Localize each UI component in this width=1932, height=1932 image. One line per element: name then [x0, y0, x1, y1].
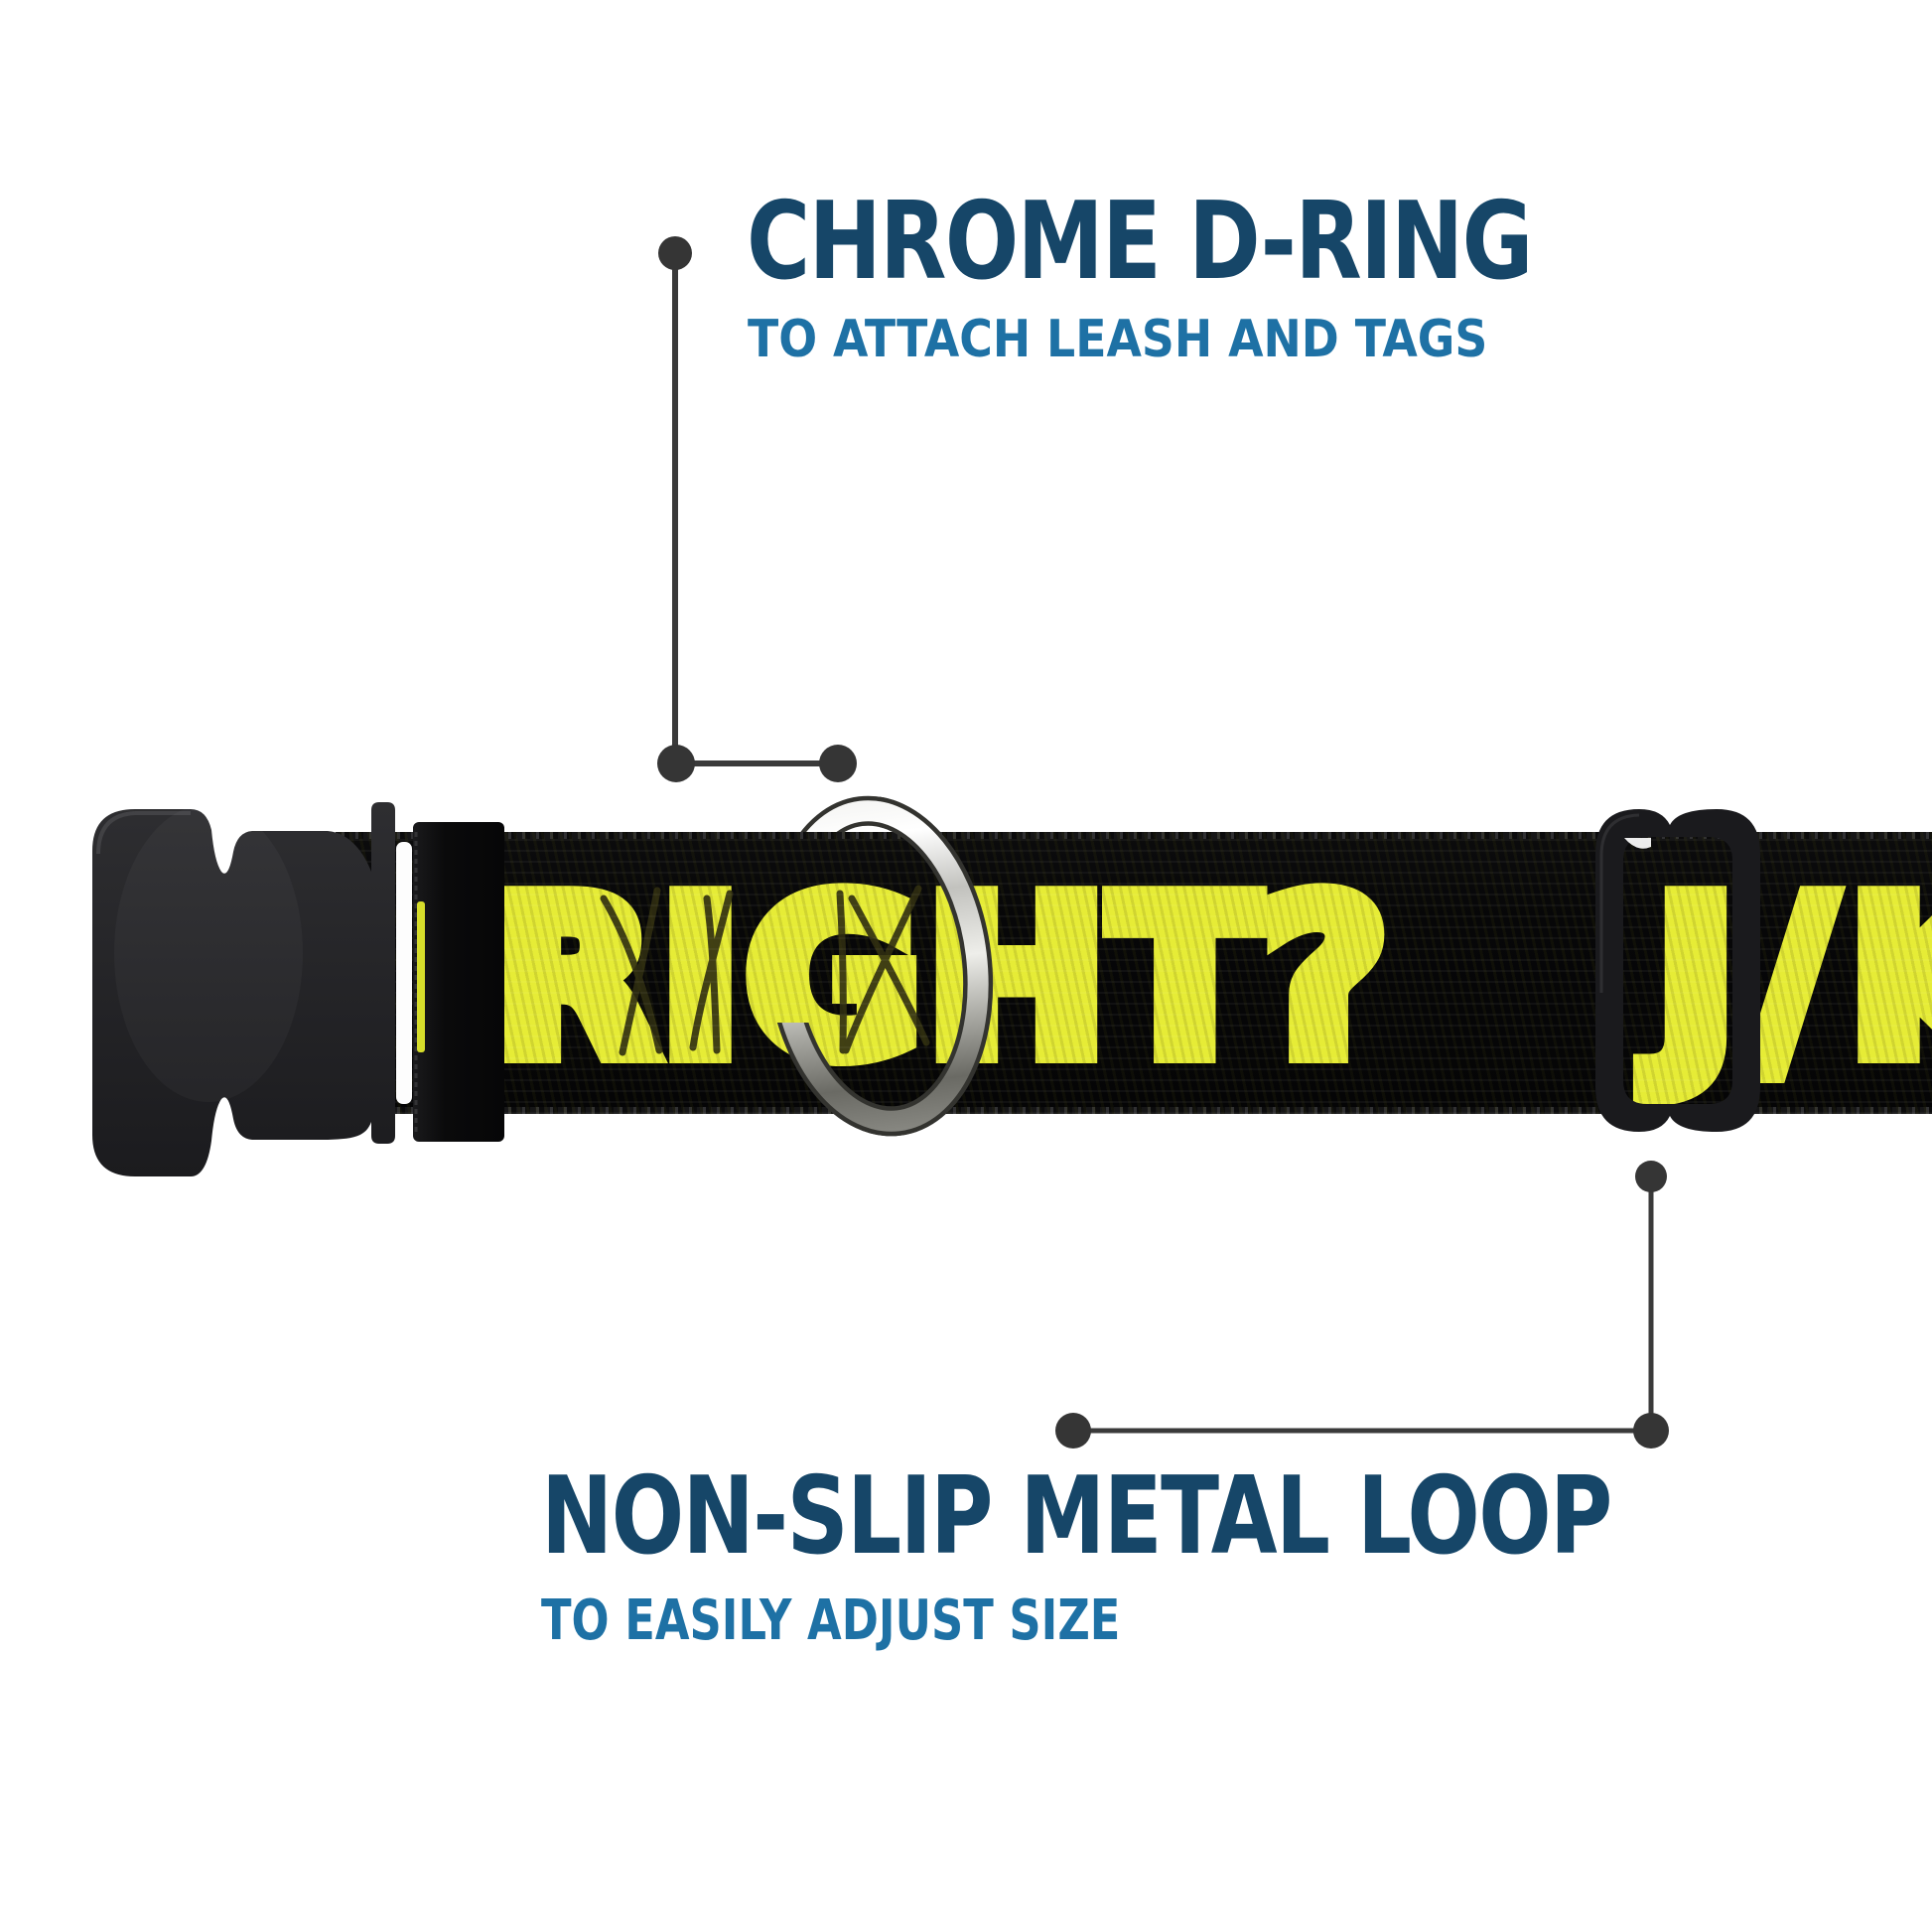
callout-top [657, 236, 857, 782]
callout-dot [1635, 1161, 1667, 1192]
chrome-d-ring-icon [765, 795, 994, 1137]
callout-dot [1055, 1413, 1091, 1449]
webbing-bottom-edge [336, 1107, 1932, 1114]
strap-fold [413, 822, 504, 1142]
callout-dot [1633, 1413, 1669, 1449]
callout-dot [657, 745, 695, 782]
callout-dot [658, 236, 692, 270]
side-release-buckle-icon [92, 802, 395, 1176]
callout-dot [819, 745, 857, 782]
webbing-top-edge [336, 832, 1932, 839]
slider-loop-icon [1595, 809, 1760, 1132]
buckle-slot-gap [396, 842, 412, 1104]
strap-print-text-right: J/K [1645, 854, 1932, 1103]
callout-bottom [1055, 1161, 1669, 1449]
